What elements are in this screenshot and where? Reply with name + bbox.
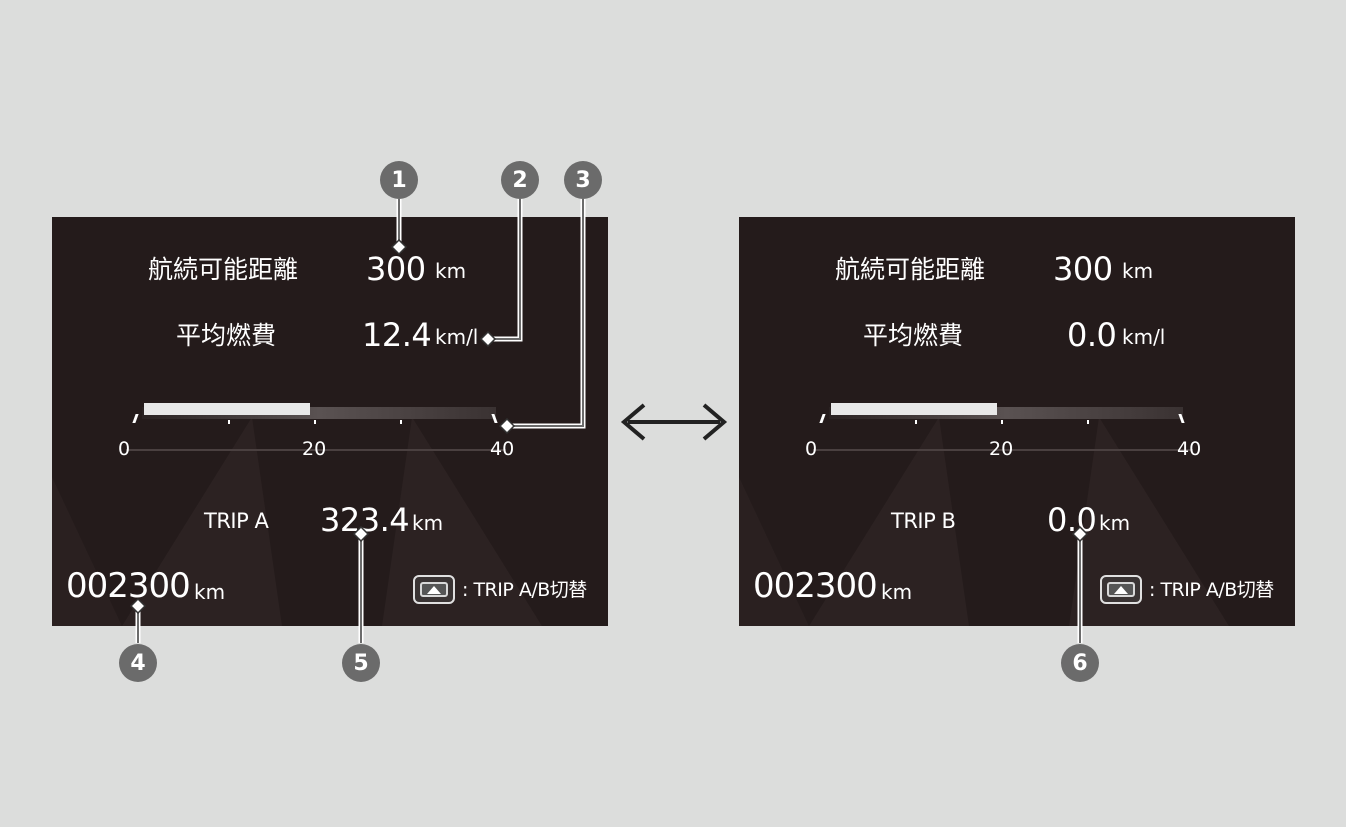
range-value: 300 <box>366 250 426 288</box>
fuel-economy-value: 0.0 <box>1067 316 1117 354</box>
callout-1: 1 <box>380 161 418 199</box>
gauge-tick-label-min: 0 <box>118 438 131 460</box>
odometer-value: 002300 <box>66 566 191 606</box>
range-unit: km <box>435 259 467 283</box>
callout-6: 6 <box>1061 644 1099 682</box>
gauge-fill <box>831 403 997 415</box>
odometer-unit: km <box>881 580 913 604</box>
screen-background <box>739 417 1229 626</box>
callout-4: 4 <box>119 644 157 682</box>
gauge-tick-label-mid: 20 <box>302 438 327 460</box>
fuel-economy-label: 平均燃費 <box>176 321 277 350</box>
trip-switch-hint: : TRIP A/B切替 <box>462 579 587 601</box>
gauge-fill <box>144 403 310 415</box>
range-value: 300 <box>1053 250 1113 288</box>
fuel-economy-label: 平均燃費 <box>863 321 964 350</box>
trip-value: 0.0 <box>1047 501 1097 539</box>
gauge-minor-tick <box>915 420 917 424</box>
gauge-tick-label-max: 40 <box>490 438 515 460</box>
range-label: 航続可能距離 <box>835 255 986 284</box>
gauge-minor-tick <box>1087 420 1089 424</box>
fuel-economy-unit: km/l <box>435 325 479 349</box>
display-screen-trip-a: 航続可能距離 300 km 平均燃費 12.4 km/l 0 20 40 TRI… <box>52 217 608 626</box>
odometer-unit: km <box>194 580 226 604</box>
steering-switch-icon <box>1100 575 1142 604</box>
fuel-economy-value: 12.4 <box>362 316 432 354</box>
callout-5: 5 <box>342 644 380 682</box>
gauge-scale-line <box>126 449 506 451</box>
gauge-scale-line <box>813 449 1193 451</box>
gauge-major-tick <box>314 420 316 424</box>
range-unit: km <box>1122 259 1154 283</box>
trip-value: 323.4 <box>320 501 410 539</box>
display-screen-trip-b: 航続可能距離 300 km 平均燃費 0.0 km/l 0 20 40 TRIP… <box>739 217 1295 626</box>
double-arrow-icon <box>620 403 728 441</box>
callout-3: 3 <box>564 161 602 199</box>
screen-background <box>52 417 542 626</box>
range-label: 航続可能距離 <box>148 255 299 284</box>
trip-unit: km <box>412 511 444 535</box>
gauge-minor-tick <box>400 420 402 424</box>
trip-label: TRIP A <box>204 509 269 533</box>
fuel-economy-unit: km/l <box>1122 325 1166 349</box>
gauge-tick-label-max: 40 <box>1177 438 1202 460</box>
callout-2: 2 <box>501 161 539 199</box>
gauge-minor-tick <box>228 420 230 424</box>
gauge-tick-label-min: 0 <box>805 438 818 460</box>
gauge-tick-label-mid: 20 <box>989 438 1014 460</box>
trip-switch-hint: : TRIP A/B切替 <box>1149 579 1274 601</box>
trip-label: TRIP B <box>891 509 956 533</box>
steering-switch-icon <box>413 575 455 604</box>
gauge-major-tick <box>1001 420 1003 424</box>
odometer-value: 002300 <box>753 566 878 606</box>
trip-unit: km <box>1099 511 1131 535</box>
